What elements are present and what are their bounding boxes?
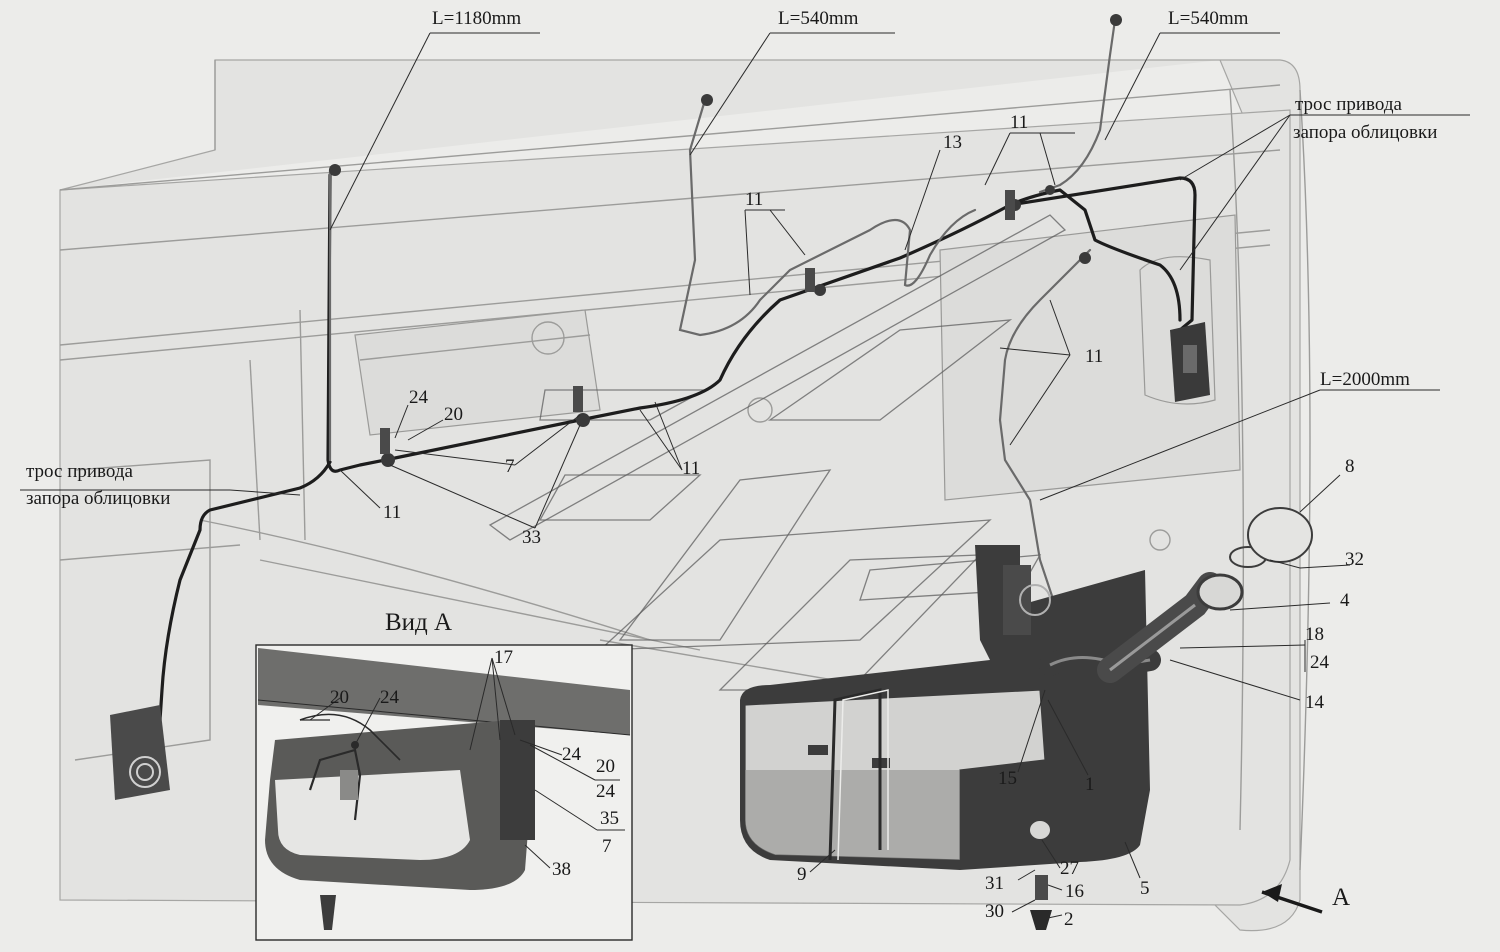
part-1: 1 bbox=[1085, 774, 1095, 795]
part-2: 2 bbox=[1064, 909, 1074, 930]
part-17: 17 bbox=[494, 647, 513, 668]
part-32: 32 bbox=[1345, 549, 1364, 570]
washer-hose-540-right bbox=[1038, 18, 1117, 194]
part-4: 4 bbox=[1340, 590, 1350, 611]
nozzle-left-icon bbox=[329, 164, 341, 176]
hood-lock-right bbox=[1170, 322, 1210, 402]
part-30: 30 bbox=[985, 901, 1004, 922]
label-cable-left-1: трос привода bbox=[26, 461, 133, 482]
part-31: 31 bbox=[985, 873, 1004, 894]
label-l2000: L=2000mm bbox=[1320, 369, 1410, 390]
part-16: 16 bbox=[1065, 881, 1084, 902]
washer-hose-2000 bbox=[998, 248, 1092, 662]
part-11-left: 11 bbox=[383, 502, 401, 523]
washer-tank bbox=[740, 507, 1313, 930]
label-l540-left: L=540mm bbox=[778, 8, 859, 29]
cable-routing bbox=[158, 14, 1197, 722]
part-7-inset: 7 bbox=[602, 836, 612, 857]
label-arrow-a: А bbox=[1332, 884, 1350, 911]
part-20-inset-right: 20 bbox=[596, 756, 615, 777]
washer-hose-540-left bbox=[678, 98, 977, 337]
nozzle-right-icon bbox=[1110, 14, 1122, 26]
labels: L=1180mm L=540mm L=540mm L=2000mm трос п… bbox=[26, 8, 1437, 930]
part-13: 13 bbox=[943, 132, 962, 153]
label-l540-right: L=540mm bbox=[1168, 8, 1249, 29]
part-7-main: 7 bbox=[505, 456, 515, 477]
part-14: 14 bbox=[1305, 692, 1325, 713]
part-24-main: 24 bbox=[409, 387, 429, 408]
part-24-inset-lower: 24 bbox=[596, 781, 616, 802]
part-11-center: 11 bbox=[682, 458, 700, 479]
label-cable-right-1: трос привода bbox=[1295, 94, 1402, 115]
hood-lock-cable-left bbox=[326, 173, 1197, 473]
part-5: 5 bbox=[1140, 878, 1150, 899]
part-15: 15 bbox=[998, 768, 1017, 789]
part-9: 9 bbox=[797, 864, 807, 885]
nozzle-middle-icon bbox=[701, 94, 713, 106]
part-11-top: 11 bbox=[1010, 112, 1028, 133]
part-18: 18 bbox=[1305, 624, 1324, 645]
part-38: 38 bbox=[552, 859, 571, 880]
view-a-inset bbox=[255, 644, 633, 941]
hood-lock-cable-lower bbox=[158, 460, 332, 722]
leader-lines bbox=[20, 32, 1470, 919]
part-33: 33 bbox=[522, 527, 541, 548]
label-view-a: Вид А bbox=[385, 609, 452, 636]
part-24-filler: 24 bbox=[1310, 652, 1330, 673]
part-24-inset-mid: 24 bbox=[562, 744, 582, 765]
part-8: 8 bbox=[1345, 456, 1355, 477]
part-35: 35 bbox=[600, 808, 619, 829]
label-cable-left-2: запора облицовки bbox=[26, 488, 170, 509]
part-11-right: 11 bbox=[1085, 346, 1103, 367]
part-20-main: 20 bbox=[444, 404, 463, 425]
watermark-outline bbox=[488, 214, 1067, 691]
label-cable-right-2: запора облицовки bbox=[1293, 122, 1437, 143]
part-11-mid: 11 bbox=[745, 189, 763, 210]
label-l1180: L=1180mm bbox=[432, 8, 521, 29]
part-24-inset-top: 24 bbox=[380, 687, 400, 708]
part-20-inset: 20 bbox=[330, 687, 349, 708]
part-27: 27 bbox=[1060, 858, 1079, 879]
hood-lock-left bbox=[110, 705, 170, 800]
